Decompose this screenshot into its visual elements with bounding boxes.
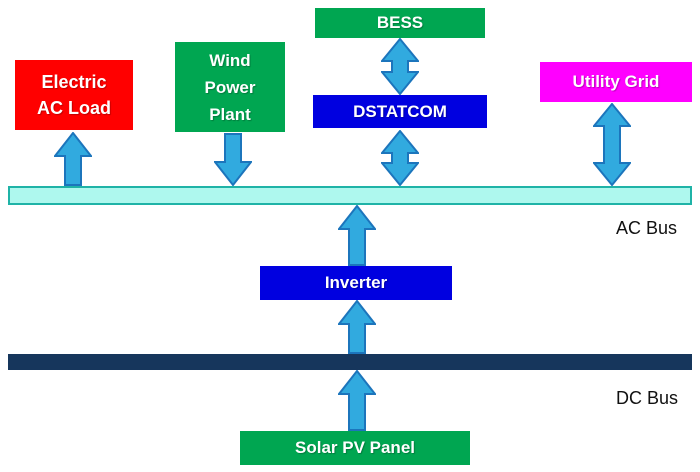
node-bess-label: BESS [376,13,424,32]
node-solar-pv-panel-label: Solar PV Panel [295,438,415,457]
ac-bus-label: AC Bus [616,218,678,238]
node-wind-line1: Wind [209,50,251,70]
node-solar-pv-panel: Solar PV Panel [240,431,470,465]
node-electric-ac-load-line1: Electric [41,72,107,92]
arrow-grid-acbus-bidirectional [593,103,631,186]
node-utility-grid-label: Utility Grid [572,72,660,91]
arrow-dcbus-inverter-up [338,300,376,354]
dc-bus-bar [8,354,692,370]
arrow-bess-dstatcom-bidirectional [381,38,419,95]
node-inverter: Inverter [260,266,452,300]
arrow-shape [338,300,376,354]
node-electric-ac-load-line2: AC Load [37,98,111,118]
arrow-shape [338,370,376,431]
node-dstatcom: DSTATCOM [313,95,487,128]
arrow-solar-dcbus-up [338,370,376,431]
node-wind-line3: Plant [209,104,251,124]
node-wind-line2: Power [204,77,256,97]
arrow-dstatcom-acbus-bidirectional [381,130,419,186]
arrow-shape [381,130,419,186]
arrow-inverter-acbus-up [338,205,376,266]
arrow-shape [54,132,92,186]
arrow-shape [593,103,631,186]
arrow-acbus-load-up [54,132,92,186]
arrow-shape [381,38,419,95]
node-bess: BESS [315,8,485,38]
node-inverter-label: Inverter [324,273,388,292]
node-electric-ac-load: Electric AC Load [15,60,133,130]
arrow-wind-acbus-down [214,133,252,186]
node-dstatcom-label: DSTATCOM [353,101,447,121]
node-wind-power-plant: Wind Power Plant [175,42,285,132]
arrow-shape [214,133,252,186]
dc-bus-label: DC Bus [616,388,679,408]
ac-bus-bar [8,186,692,205]
node-utility-grid: Utility Grid [540,62,692,102]
arrow-shape [338,205,376,266]
